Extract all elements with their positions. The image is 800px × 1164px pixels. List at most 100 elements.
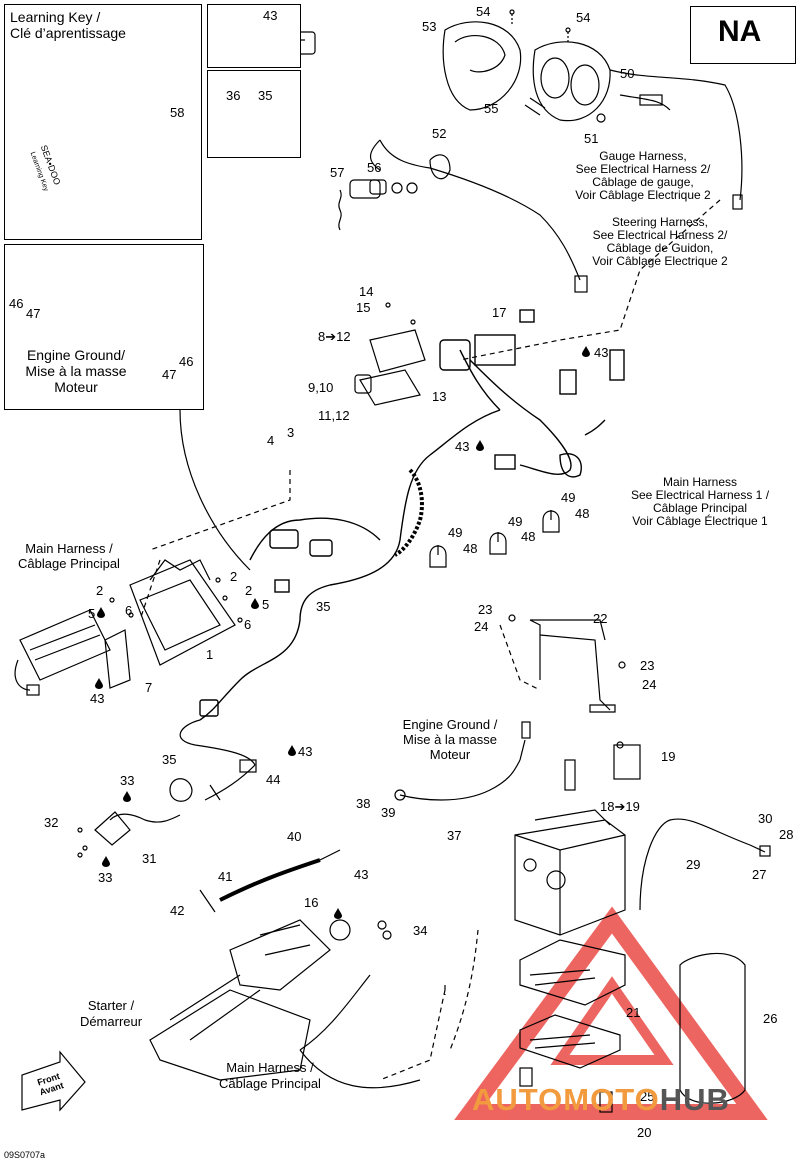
part-47-b: 47 (162, 367, 177, 382)
part-1: 1 (206, 647, 214, 662)
steering-harness-callout: Steering Harness, See Electrical Harness… (592, 215, 728, 268)
front-arrow-art (21, 1050, 86, 1112)
sealant-drop-icon (97, 607, 105, 618)
gauge-harness-callout: Gauge Harness, See Electrical Harness 2/… (575, 149, 711, 202)
wire-29-art (639, 818, 766, 911)
part-21: 21 (626, 1005, 641, 1020)
sealant-drop-icon (476, 440, 484, 451)
part-35-b: 35 (162, 752, 177, 767)
starter-art (149, 849, 421, 1089)
part-37: 37 (447, 828, 462, 843)
sealant-drop-icon (102, 856, 110, 867)
sealant-drop-icon (334, 908, 342, 919)
bracket-art (508, 614, 626, 713)
engine-ground-inset-label: Engine Ground/ Mise à la masse Moteur (25, 347, 127, 395)
part-41: 41 (218, 869, 233, 884)
fuse-box-art (14, 559, 243, 696)
part-17: 17 (492, 305, 507, 320)
part-23-a: 23 (478, 602, 493, 617)
part-54-b: 54 (576, 10, 591, 25)
part-3: 3 (287, 425, 295, 440)
region-code: NA (718, 15, 762, 48)
engine-ground-center-callout: Engine Ground / Mise à la masse Moteur (402, 717, 498, 762)
part-14: 14 (359, 284, 374, 299)
sealant-drop-icon (288, 745, 296, 756)
leader-lines (139, 199, 721, 1081)
part-35-c: 35 (258, 88, 273, 103)
part-19: 19 (661, 749, 676, 764)
part-52: 52 (432, 126, 447, 141)
part-7: 7 (145, 680, 153, 695)
sealant-drop-icon (95, 678, 103, 689)
part-58: 58 (170, 105, 185, 120)
part-16: 16 (304, 895, 319, 910)
part-53: 53 (422, 19, 437, 34)
main-harness-right-callout: Main Harness See Electrical Harness 1 / … (630, 475, 770, 528)
part-11-12: 11,12 (318, 408, 350, 423)
sealant-drop-icon (123, 791, 131, 802)
engine-ground-inset (4, 244, 204, 410)
part-29: 29 (686, 857, 701, 872)
watermark-part-1: AUTOMOTO (472, 1082, 660, 1117)
part-31: 31 (142, 851, 157, 866)
part-18-19: 18➔19 (600, 799, 640, 814)
sealant-inset (207, 4, 301, 68)
part-48-b: 48 (521, 529, 536, 544)
part-47-a: 47 (26, 306, 41, 321)
sealant-drop-icon (251, 598, 259, 609)
ground-wire-art (394, 721, 531, 801)
part-34: 34 (413, 923, 428, 938)
part-28: 28 (779, 827, 794, 842)
part-43-d: 43 (90, 691, 105, 706)
part-8-12: 8➔12 (318, 329, 351, 344)
part-43-f: 43 (354, 867, 369, 882)
part-30: 30 (758, 811, 773, 826)
battery-art (514, 741, 641, 936)
learning-key-title: Learning Key / (10, 9, 101, 25)
part-56: 56 (367, 160, 382, 175)
bolt-inset (207, 70, 301, 158)
inset-leader-art (179, 409, 251, 571)
watermark-text: AUTOMOTOHUB (472, 1082, 730, 1118)
part-54-a: 54 (476, 4, 491, 19)
part-24-b: 24 (642, 677, 657, 692)
part-40: 40 (287, 829, 302, 844)
part-23-b: 23 (640, 658, 655, 673)
part-15: 15 (356, 300, 371, 315)
part-46-b: 46 (179, 354, 194, 369)
part-49-b: 49 (508, 514, 523, 529)
part-51: 51 (584, 131, 599, 146)
part-42: 42 (170, 903, 185, 918)
relay-box-art (354, 302, 426, 406)
part-2-a: 2 (96, 583, 104, 598)
part-6-b: 6 (244, 617, 252, 632)
part-22: 22 (593, 611, 608, 626)
part-13: 13 (432, 389, 447, 404)
part-48-a: 48 (463, 541, 478, 556)
part-43-e: 43 (298, 744, 313, 759)
steering-harness-art (338, 139, 588, 293)
part-5-a: 5 (88, 606, 96, 621)
part-49-c: 49 (561, 490, 576, 505)
part-44: 44 (266, 772, 281, 787)
part-2-b: 2 (230, 569, 238, 584)
part-43-c: 43 (455, 439, 470, 454)
part-4: 4 (267, 433, 275, 448)
starter-callout: Starter / Démarreur (79, 998, 143, 1029)
main-harness-art (199, 309, 625, 721)
part-25: 25 (640, 1089, 655, 1104)
part-36: 36 (226, 88, 241, 103)
part-39: 39 (381, 805, 396, 820)
part-33-b: 33 (98, 870, 113, 885)
figure-code: 09S0707a (4, 1150, 46, 1160)
part-49-a: 49 (448, 525, 463, 540)
part-27: 27 (752, 867, 767, 882)
part-20: 20 (637, 1125, 652, 1140)
part-48-c: 48 (575, 506, 590, 521)
sealant-drop-icon (582, 346, 590, 357)
part-46-a: 46 (9, 296, 24, 311)
learning-key-subtitle: Clé d’aprentissage (10, 25, 126, 41)
main-harness-left-callout: Main Harness / Câblage Principal (18, 541, 120, 571)
part-6-a: 6 (125, 603, 133, 618)
